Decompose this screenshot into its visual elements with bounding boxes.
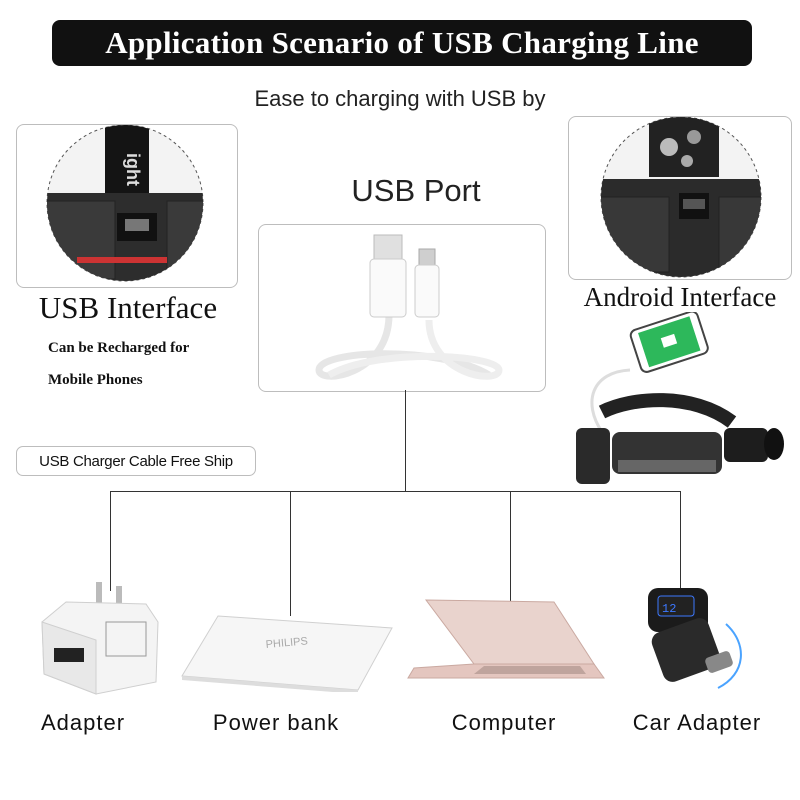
svg-text:12: 12 [662,602,676,616]
car-adapter-image: 12 [648,588,742,689]
strap-text: ight [123,153,143,186]
headlamp-android-closeup-image [600,117,762,278]
usb-interface-label: USB Interface [38,290,218,325]
android-interface-panel [568,116,792,280]
usb-port-label: USB Port [351,173,481,208]
usb-cable-panel [258,224,546,392]
adapter-label: Adapter [40,710,126,735]
headlamp-phone-image [576,312,784,484]
free-ship-badge: USB Charger Cable Free Ship [16,446,256,476]
connector-vertical-main [405,390,406,491]
adapter-image [41,582,159,695]
connector-horizontal [110,491,680,492]
headlamp-usb-closeup-image: ight [46,125,204,282]
power-bank-image: PHILIPS [181,615,393,692]
connector-adapter [110,491,111,591]
power-bank-brand: PHILIPS [265,635,308,651]
subtitle: Ease to charging with USB by [254,86,546,111]
recharge-note-line1: Can be Recharged for [48,340,190,356]
usb-interface-panel: ight [16,124,238,288]
computer-image [407,599,605,679]
page-title: Application Scenario of USB Charging Lin… [105,25,699,60]
computer-label: Computer [451,710,557,735]
connector-car-adapter [680,491,681,591]
recharge-note-line2: Mobile Phones [48,372,143,388]
connector-computer [510,491,511,616]
car-adapter-label: Car Adapter [632,710,762,735]
connector-power-bank [290,491,291,616]
free-ship-label: USB Charger Cable Free Ship [39,452,233,470]
android-interface-label: Android Interface [583,282,777,312]
power-bank-label: Power bank [212,710,340,735]
title-banner: Application Scenario of USB Charging Lin… [52,20,752,66]
usb-cable-image [315,234,503,380]
